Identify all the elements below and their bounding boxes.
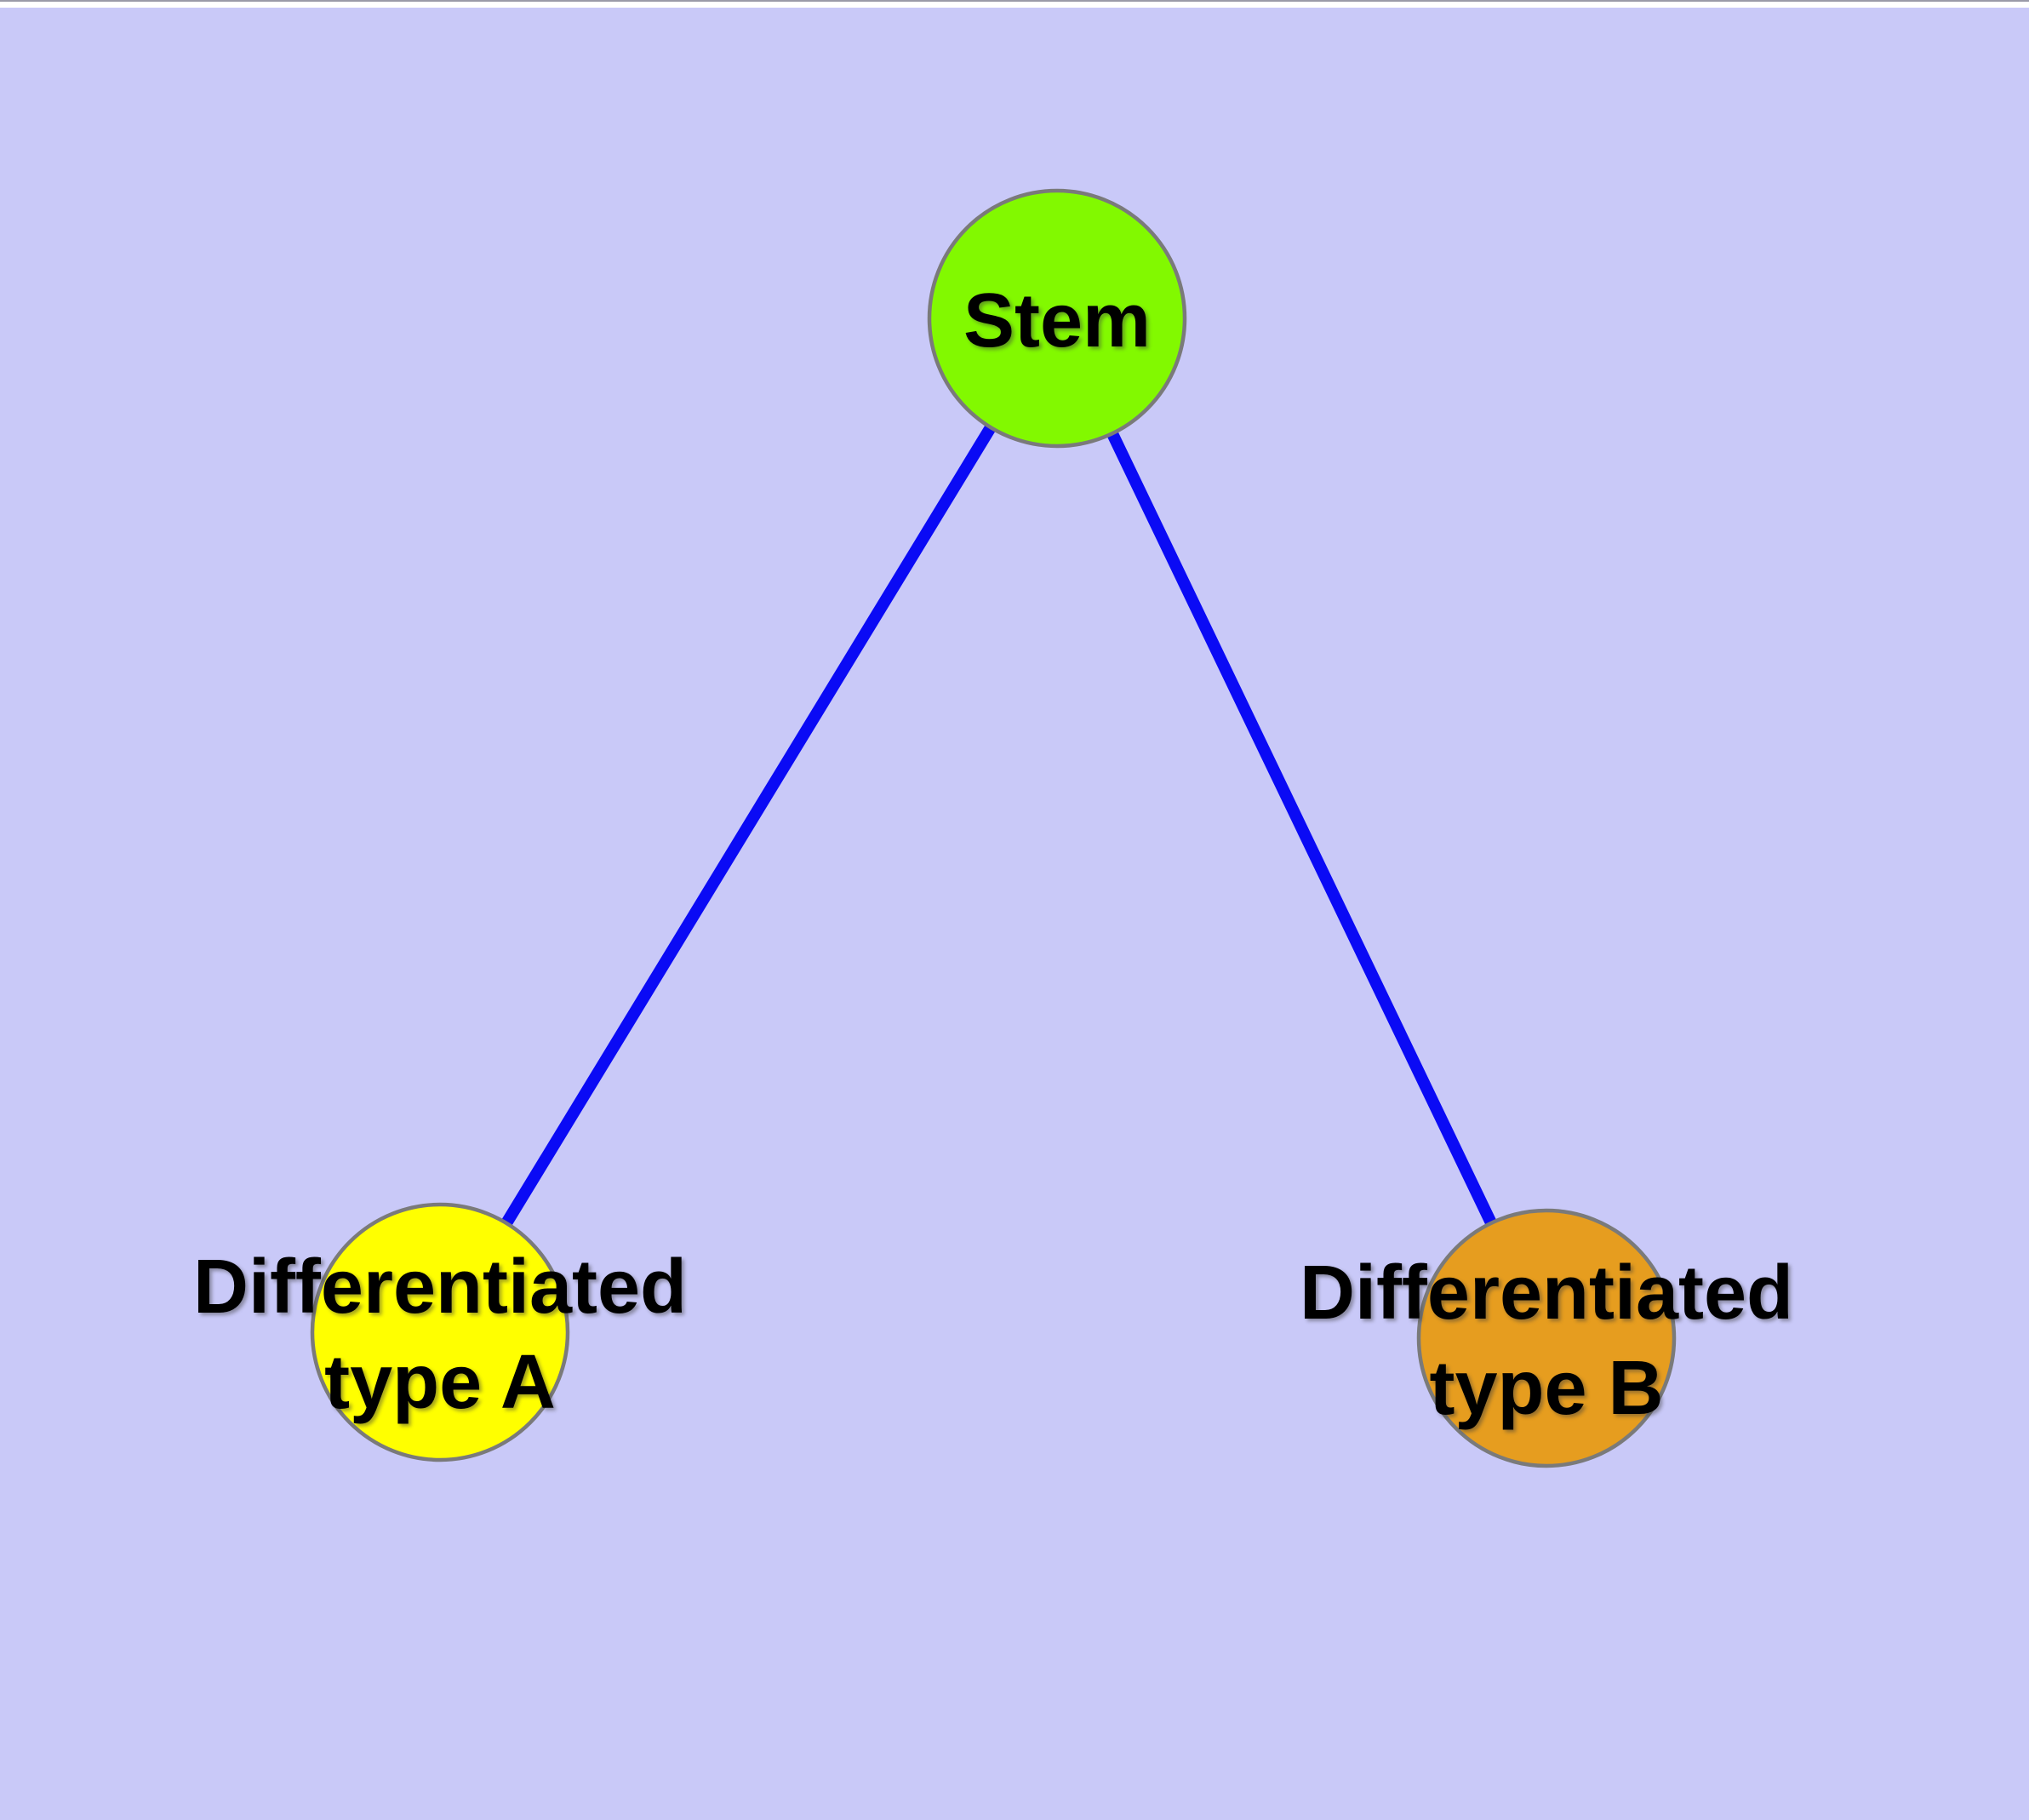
node-label-line: Stem	[963, 278, 1151, 363]
node-label-line: type B	[1429, 1346, 1663, 1431]
node-stem[interactable]	[927, 188, 1187, 449]
node-label-stem: Stem	[963, 278, 1151, 363]
node-label-line: type A	[324, 1340, 556, 1425]
edge-stem-to-differentiated-type-b	[1051, 312, 1552, 1344]
node-differentiated-type-a[interactable]	[310, 1202, 570, 1462]
edge-stem-to-differentiated-type-a	[434, 312, 1063, 1338]
node-differentiated-type-b[interactable]	[1416, 1208, 1677, 1468]
node-label-line: Differentiated	[1300, 1251, 1793, 1336]
node-label-line: Differentiated	[193, 1245, 687, 1330]
node-label-differentiated-type-b: Differentiated type B	[1300, 1251, 1793, 1431]
node-label-differentiated-type-a: Differentiated type A	[193, 1245, 687, 1425]
top-border-strip	[0, 0, 2029, 8]
